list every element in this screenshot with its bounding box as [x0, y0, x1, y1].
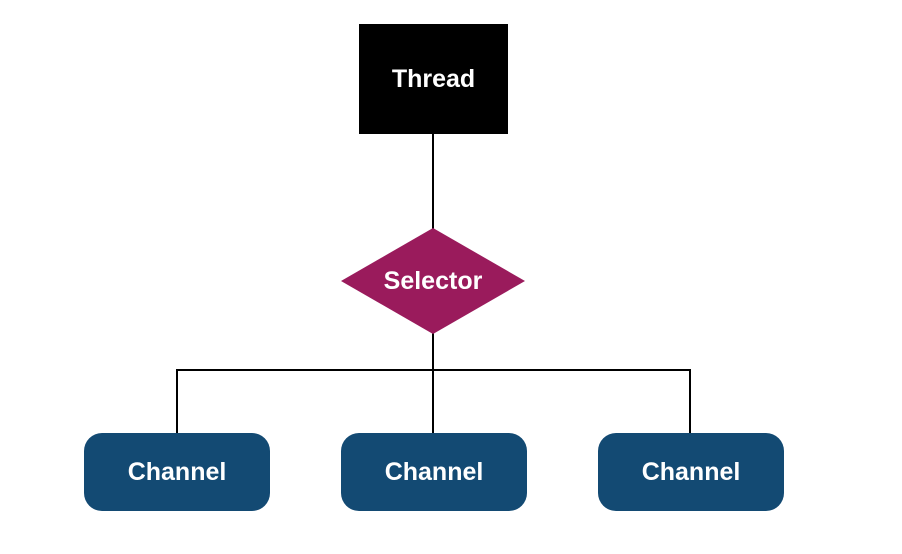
channel-node-1: Channel [84, 433, 270, 511]
thread-node: Thread [359, 24, 508, 134]
edge-branch-to-channel-3 [689, 369, 691, 433]
thread-node-label: Thread [391, 64, 476, 93]
channel-node-3-label: Channel [641, 457, 741, 486]
selector-node-label: Selector [383, 266, 483, 295]
edge-thread-to-selector [432, 134, 434, 230]
edge-selector-to-branch [432, 332, 434, 370]
channel-node-2: Channel [341, 433, 527, 511]
edge-branch-to-channel-2 [432, 369, 434, 433]
channel-node-3: Channel [598, 433, 784, 511]
channel-node-1-label: Channel [127, 457, 227, 486]
channel-node-2-label: Channel [384, 457, 484, 486]
edge-branch-to-channel-1 [176, 369, 178, 433]
selector-node: Selector [341, 228, 525, 334]
